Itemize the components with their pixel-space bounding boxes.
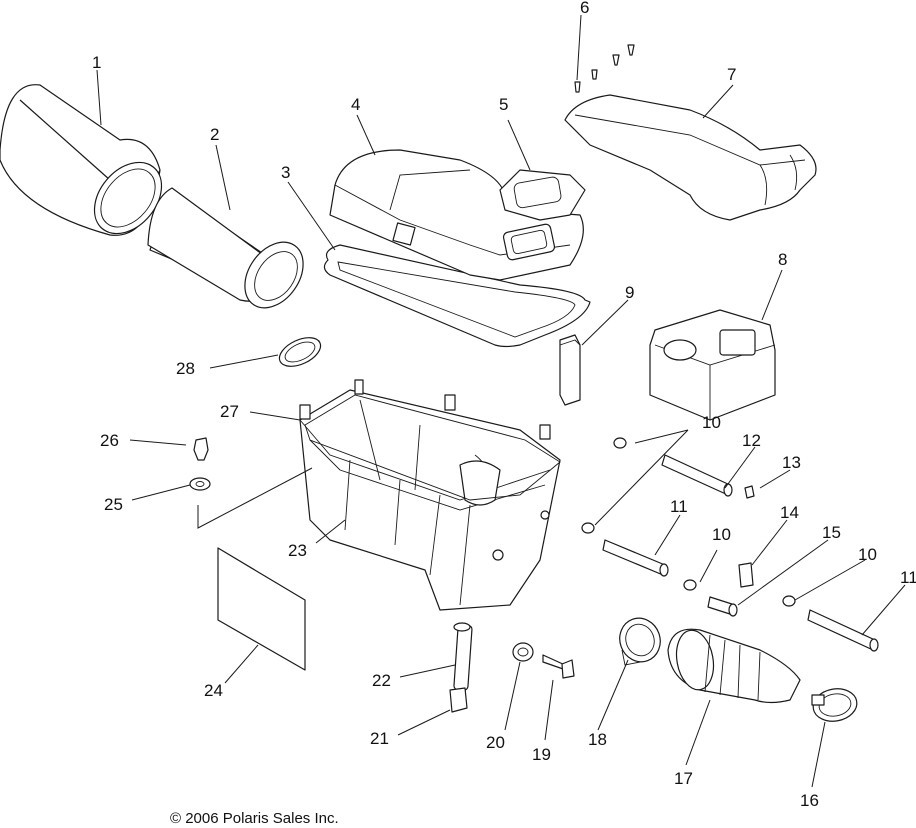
callout-11-b: 11 bbox=[900, 568, 916, 587]
callout-10-a: 10 bbox=[702, 413, 721, 432]
callout-28: 28 bbox=[176, 359, 195, 378]
callout-24: 24 bbox=[204, 681, 223, 700]
part-13-clip bbox=[744, 485, 755, 499]
part-4-airbox-cover bbox=[329, 149, 584, 281]
callout-26: 26 bbox=[100, 431, 119, 450]
callout-numbers: 1 2 3 4 5 6 7 8 9 10 12 13 11 14 10 15 1… bbox=[92, 0, 916, 810]
callout-8: 8 bbox=[778, 250, 787, 269]
callout-13: 13 bbox=[782, 453, 801, 472]
part-1-prefilter bbox=[0, 84, 163, 236]
callout-10-b: 10 bbox=[712, 525, 731, 544]
part-10-bushings bbox=[581, 437, 796, 607]
callout-10-c: 10 bbox=[858, 545, 877, 564]
part-3-gasket bbox=[323, 244, 591, 348]
callout-1: 1 bbox=[92, 53, 101, 72]
part-26-plug bbox=[193, 437, 209, 461]
part-24-decal bbox=[217, 547, 306, 671]
callout-6: 6 bbox=[580, 0, 589, 17]
part-23-airbox-base bbox=[299, 379, 561, 611]
part-11-rod-a bbox=[602, 539, 669, 577]
callout-15: 15 bbox=[822, 523, 841, 542]
part-7-intake-duct bbox=[564, 94, 817, 221]
part-21-drain-clip bbox=[449, 687, 468, 713]
callout-9: 9 bbox=[625, 283, 634, 302]
part-19-bolt bbox=[542, 654, 575, 679]
callout-20: 20 bbox=[486, 733, 505, 752]
callout-27: 27 bbox=[220, 402, 239, 421]
part-2-air-filter bbox=[147, 187, 304, 309]
callout-19: 19 bbox=[532, 745, 551, 764]
part-20-grommet bbox=[512, 642, 534, 662]
copyright-notice: © 2006 Polaris Sales Inc. bbox=[170, 810, 339, 827]
part-18-coupler-ring bbox=[619, 617, 661, 666]
callout-17: 17 bbox=[674, 769, 693, 788]
callout-2: 2 bbox=[210, 125, 219, 144]
part-25-washer bbox=[189, 477, 211, 491]
part-12-rod bbox=[661, 454, 733, 497]
callout-16: 16 bbox=[800, 791, 819, 810]
callout-21: 21 bbox=[370, 729, 389, 748]
callout-18: 18 bbox=[588, 730, 607, 749]
callout-12: 12 bbox=[742, 431, 761, 450]
part-6-screws bbox=[574, 44, 635, 93]
part-17-intake-boot bbox=[667, 628, 801, 704]
callout-11-a: 11 bbox=[670, 497, 688, 516]
callout-4: 4 bbox=[351, 95, 360, 114]
callout-14: 14 bbox=[780, 503, 799, 522]
part-5-cover-seal bbox=[499, 169, 586, 221]
callout-25: 25 bbox=[104, 495, 123, 514]
part-15-spacer bbox=[707, 596, 738, 617]
part-22-drain-tube bbox=[453, 622, 473, 691]
callout-7: 7 bbox=[727, 65, 736, 84]
part-8-foam-block bbox=[649, 309, 776, 421]
part-11-rod-b bbox=[807, 609, 879, 652]
part-27-base-seal bbox=[304, 394, 561, 501]
part-9-foam-piece bbox=[559, 334, 581, 406]
callout-22: 22 bbox=[372, 671, 391, 690]
part-14-clip bbox=[738, 562, 754, 588]
callout-3: 3 bbox=[281, 163, 290, 182]
part-28-clamp bbox=[278, 337, 322, 367]
callout-5: 5 bbox=[499, 95, 508, 114]
part-16-clamp bbox=[811, 688, 858, 722]
callout-23: 23 bbox=[288, 541, 307, 560]
leader-lines bbox=[96, 14, 906, 788]
